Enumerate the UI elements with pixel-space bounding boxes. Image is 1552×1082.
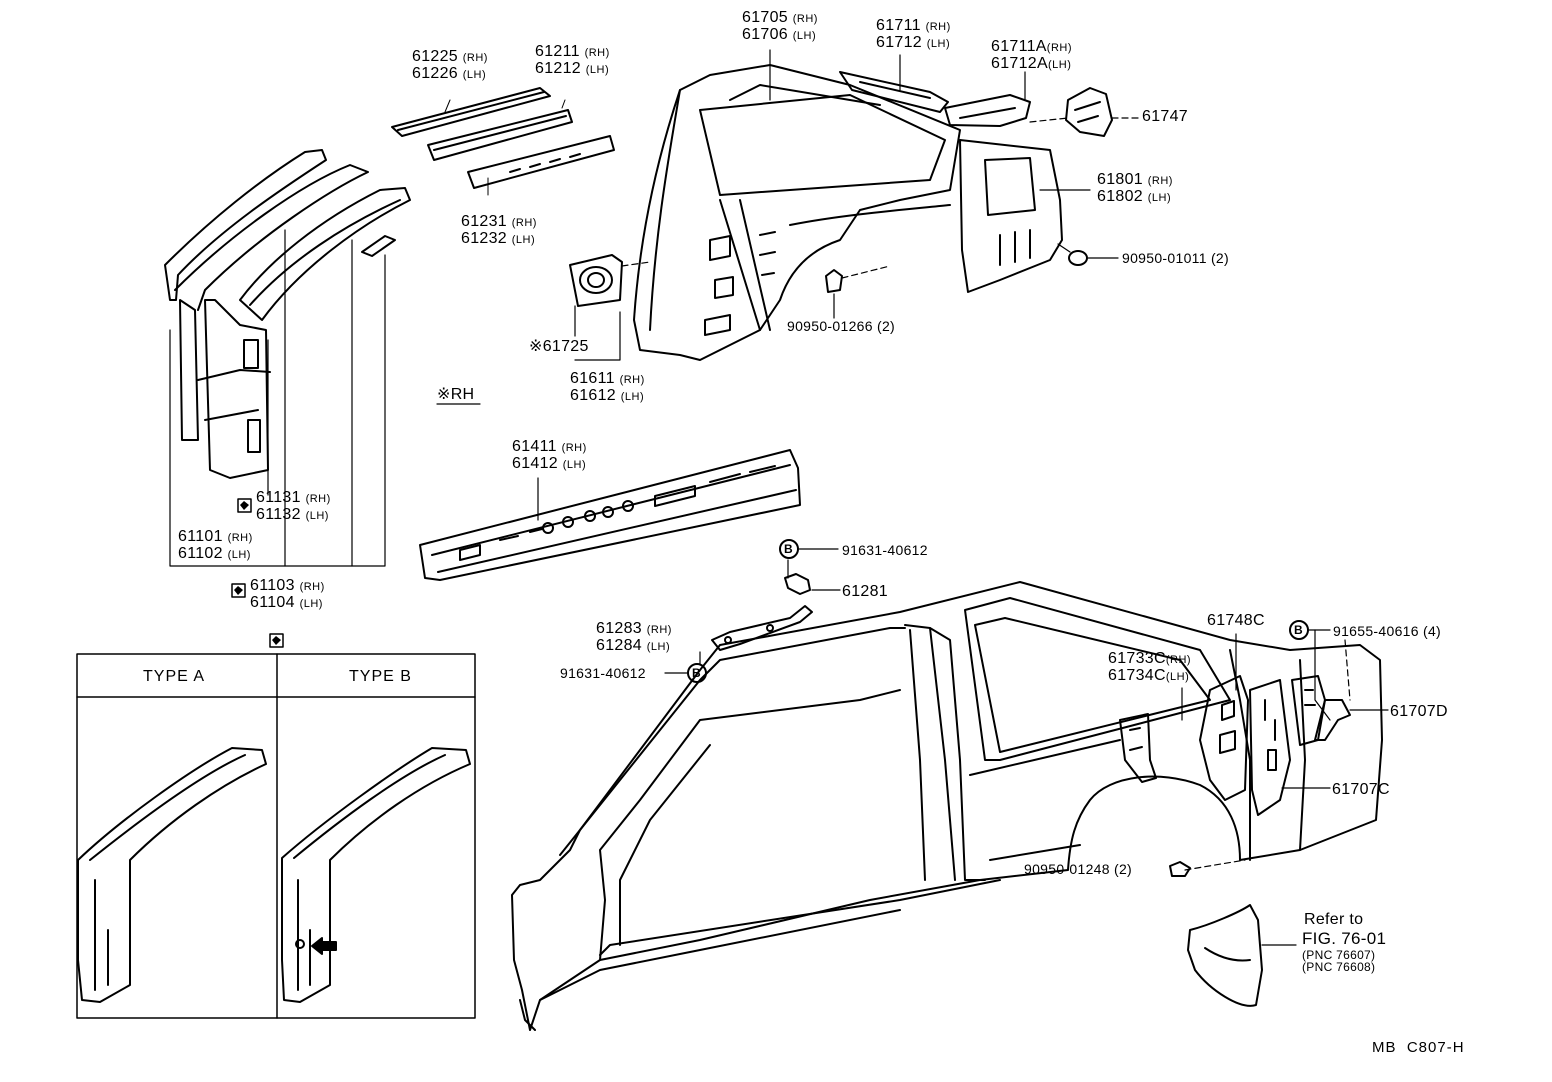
quarter-inner-panel xyxy=(633,64,961,361)
part-label-61747: 61747 xyxy=(1142,108,1188,125)
part-label-61706: 61706 (LH) xyxy=(742,26,817,43)
part-label-61707C: 61707C xyxy=(1332,781,1390,798)
inset-type-b-label: TYPE B xyxy=(349,668,412,685)
type-marker-61131 xyxy=(237,498,252,513)
inset-marker xyxy=(269,633,284,648)
part-label-61103: 61103 (RH) xyxy=(250,577,325,594)
mud-guard xyxy=(1187,904,1297,1007)
rocker-panel-inner xyxy=(419,449,801,581)
part-label-91631-40612: 91631-40612 xyxy=(842,542,928,558)
rear-roof-rail-extension xyxy=(944,94,1031,127)
grommet-upper xyxy=(1068,250,1088,266)
part-label-61101: 61101 (RH) xyxy=(178,528,253,545)
part-label-61711: 61711 (RH) xyxy=(876,17,951,34)
bolt-letter: B xyxy=(692,666,701,680)
part-label-61225: 61225 (RH) xyxy=(412,48,488,65)
part-label-61283: 61283 (RH) xyxy=(596,620,672,637)
part-label-61733C: 61733C(RH) xyxy=(1108,650,1192,667)
clip-fastener xyxy=(1169,861,1191,877)
body-side-panel xyxy=(511,581,1383,1031)
type-marker-61103 xyxy=(231,583,246,598)
part-label-61132: 61132 (LH) xyxy=(256,506,329,523)
fuel-filler-opening xyxy=(569,254,623,307)
part-label-61281: 61281 xyxy=(842,583,888,600)
roof-rail-reinforcement xyxy=(467,135,615,189)
roof-rail-outer xyxy=(427,109,573,161)
part-label-61801: 61801 (RH) xyxy=(1097,171,1173,188)
part-label-61725: ※61725 xyxy=(529,338,589,355)
part-label-61284: 61284 (LH) xyxy=(596,637,671,654)
rear-roof-rail xyxy=(839,71,949,113)
refer-note-line1: Refer to xyxy=(1304,911,1364,928)
part-label-61412: 61412 (LH) xyxy=(512,455,587,472)
part-label-61102: 61102 (LH) xyxy=(178,545,251,562)
part-label-61748C: 61748C xyxy=(1207,612,1265,629)
inset-type-a-label: TYPE A xyxy=(143,668,206,685)
rh-note: ※RH xyxy=(437,386,475,403)
part-label-61411: 61411 (RH) xyxy=(512,438,587,455)
refer-note-line4: (PNC 76608) xyxy=(1302,960,1376,974)
bolt-letter: B xyxy=(1294,623,1303,637)
refer-note-line3: (PNC 76607) xyxy=(1302,948,1376,962)
part-label-61707D: 61707D xyxy=(1390,703,1448,720)
part-label-61711A: 61711A(RH) xyxy=(991,38,1072,55)
part-label-61226: 61226 (LH) xyxy=(412,65,487,82)
bolt-symbol xyxy=(687,539,1309,683)
part-label-61611: 61611 (RH) xyxy=(570,370,645,387)
part-label-91631-40612: 91631-40612 xyxy=(560,665,646,681)
part-label-61131: 61131 (RH) xyxy=(256,489,331,506)
quarter-rear-inner xyxy=(959,139,1091,293)
part-label-61712A: 61712A(LH) xyxy=(991,55,1072,72)
part-label-61712: 61712 (LH) xyxy=(876,34,951,51)
part-label-61232: 61232 (LH) xyxy=(461,230,536,247)
body-leader-lines xyxy=(1181,629,1389,871)
part-label-61734C: 61734C(LH) xyxy=(1108,667,1190,684)
bolt-letter: B xyxy=(784,542,793,556)
part-label-61212: 61212 (LH) xyxy=(535,60,610,77)
part-label-61211: 61211 (RH) xyxy=(535,43,610,60)
refer-note-line2: FIG. 76-01 xyxy=(1302,929,1387,948)
bracket-61281 xyxy=(784,573,811,595)
pillar-type-b xyxy=(281,747,471,1003)
front-pillar-leader-lines xyxy=(169,229,386,567)
part-label-61231: 61231 (RH) xyxy=(461,213,537,230)
inset-frame xyxy=(76,653,476,1019)
part-label-61612: 61612 (LH) xyxy=(570,387,645,404)
part-label-61705: 61705 (RH) xyxy=(742,9,818,26)
grommet-wheel-arch xyxy=(825,269,843,293)
bracket-61283 xyxy=(711,605,813,651)
part-label-90950-01248: 90950-01248 (2) xyxy=(1024,861,1133,877)
part-label-61802: 61802 (LH) xyxy=(1097,188,1172,205)
part-label-61104: 61104 (LH) xyxy=(250,594,323,611)
roof-rail-inner xyxy=(391,87,551,137)
pillar-type-a xyxy=(77,747,267,1003)
quarter-bracket xyxy=(1065,87,1113,137)
part-label-90950-01266: 90950-01266 (2) xyxy=(787,318,896,334)
part-label-90950-01011: 90950-01011 (2) xyxy=(1122,250,1229,266)
drawing-code: MB C807-H xyxy=(1372,1039,1465,1056)
front-pillar-assembly xyxy=(164,149,411,479)
part-label-91655-40616: 91655-40616 (4) xyxy=(1333,623,1442,639)
